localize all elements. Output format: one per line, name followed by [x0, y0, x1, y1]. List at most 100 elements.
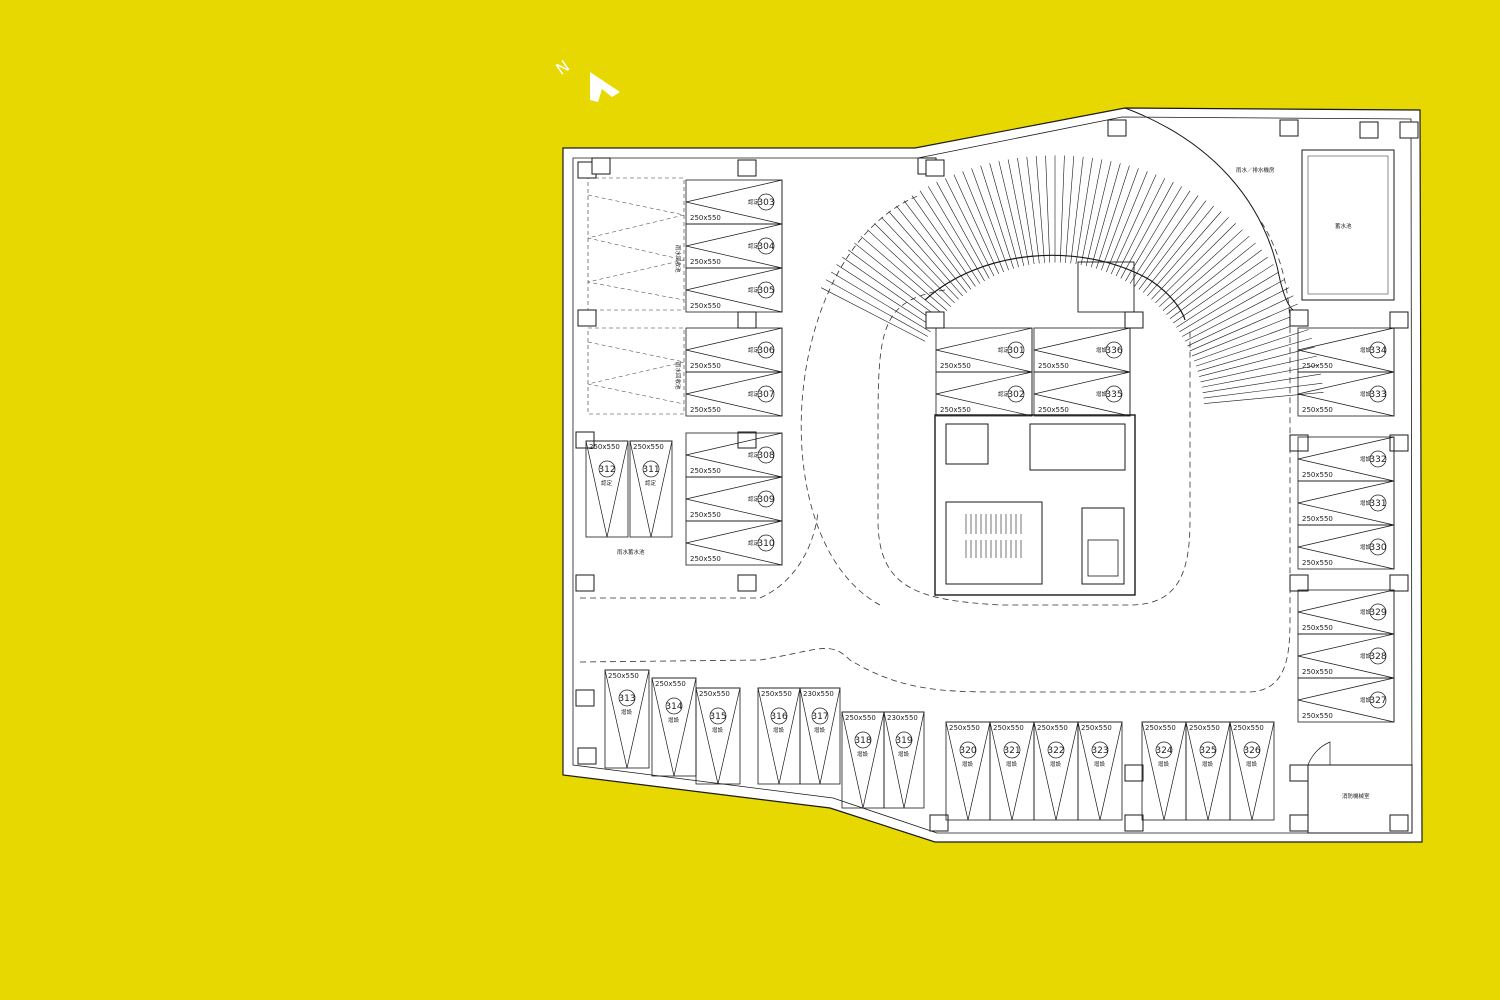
stall-marking [1297, 371, 1395, 417]
stall-number-circle [1243, 741, 1261, 759]
column [737, 159, 757, 177]
stall-size: 250x550 [690, 302, 721, 310]
column [591, 157, 611, 175]
stall-number: 312 [598, 465, 615, 475]
stall-number-circle [770, 707, 788, 725]
stall-marking [883, 711, 925, 809]
stall-marking [1297, 327, 1395, 373]
stall-size: 250x550 [1302, 668, 1333, 676]
stall-tag: 認定 [748, 539, 760, 547]
pump-room-label: 雨水／排水機房 [1236, 166, 1275, 174]
equipment-room [1307, 764, 1413, 834]
column [1124, 814, 1144, 832]
stall-number: 318 [854, 736, 871, 746]
stall-size: 250x550 [1038, 406, 1069, 414]
column [577, 747, 597, 765]
stall-number: 313 [618, 694, 635, 704]
stall-marking [685, 476, 783, 522]
stall-size: 250x550 [1302, 624, 1333, 632]
stall-number: 326 [1243, 746, 1260, 756]
stall-marking [695, 687, 741, 785]
stall-number: 308 [757, 451, 774, 461]
stall-tag: 認定 [645, 479, 657, 487]
stall-number-circle [1047, 741, 1065, 759]
column [575, 431, 595, 449]
column [575, 689, 595, 707]
stall-number: 306 [757, 346, 774, 356]
stall-number: 303 [757, 198, 774, 208]
stall-number: 314 [665, 702, 682, 712]
stall-tag: 增設 [1360, 696, 1372, 704]
column [1359, 121, 1379, 139]
stall-number-circle [757, 385, 775, 403]
stall-marking [757, 687, 801, 785]
stall-number-circle [665, 697, 683, 715]
column [1124, 764, 1144, 782]
stall-size: 250x550 [1302, 471, 1333, 479]
stall-size: 250x550 [690, 258, 721, 266]
stall-number-circle [1155, 741, 1173, 759]
column [1389, 574, 1409, 592]
stall-tag: 增設 [1158, 760, 1170, 768]
stall-number: 334 [1369, 346, 1386, 356]
stall-marking [685, 223, 783, 269]
stall-tag: 認定 [601, 479, 613, 487]
stall-marking [585, 440, 629, 538]
stall-number: 321 [1003, 746, 1020, 756]
driveway-outer [579, 219, 1291, 693]
stall-marking [1033, 371, 1131, 417]
stall-size: 250x550 [993, 724, 1024, 732]
rainwater-label-1: 雨水回收池 [674, 245, 682, 273]
stall-size: 250x550 [608, 672, 639, 680]
stall-size: 250x550 [690, 214, 721, 222]
water-tank-label: 蓄水池 [1335, 222, 1352, 230]
stall-size: 250x550 [690, 406, 721, 414]
toilet-room [1077, 261, 1135, 313]
stall-number-circle [854, 731, 872, 749]
column [1107, 119, 1127, 137]
column [1389, 311, 1409, 329]
stall-marking [1297, 436, 1395, 482]
stall-tag: 增設 [1360, 499, 1372, 507]
stall-marking [1297, 677, 1395, 723]
stall-number-circle [1007, 341, 1025, 359]
stall-number: 309 [757, 495, 774, 505]
equipment-room-label: 消防機械室 [1342, 792, 1370, 800]
stall-number-circle [757, 281, 775, 299]
stall-marking [629, 440, 673, 538]
stall-number: 324 [1155, 746, 1172, 756]
stall-tag: 認定 [748, 242, 760, 250]
stall-number: 327 [1369, 696, 1386, 706]
stall-number-circle [598, 460, 616, 478]
stall-size: 250x550 [761, 690, 792, 698]
stall-number: 319 [895, 736, 912, 746]
stall-number: 325 [1199, 746, 1216, 756]
stall-tag: 增設 [1360, 455, 1372, 463]
stall-tag: 增設 [857, 750, 869, 758]
stall-tag: 增設 [1360, 608, 1372, 616]
stall-number-circle [709, 707, 727, 725]
stall-number-circle [1369, 691, 1387, 709]
stall-marking [1033, 721, 1079, 821]
stall-number-circle [1091, 741, 1109, 759]
stall-size: 230x550 [803, 690, 834, 698]
stall-marking [685, 327, 783, 373]
central-core [934, 414, 1136, 596]
north-label: N [552, 56, 573, 78]
stall-marking [989, 721, 1035, 821]
stall-number-circle [1369, 647, 1387, 665]
